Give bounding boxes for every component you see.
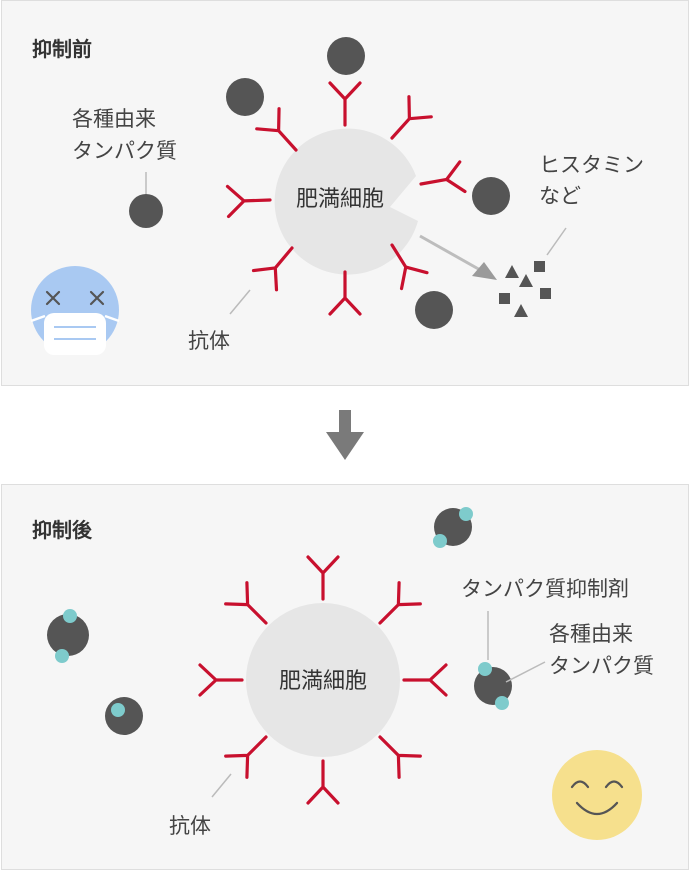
mast-cell-after xyxy=(246,603,400,757)
protein-particle xyxy=(226,78,264,116)
histamine-granules xyxy=(499,261,551,317)
leader-line xyxy=(211,773,232,798)
mast-cell-before xyxy=(274,128,418,275)
blocked-protein xyxy=(105,697,143,735)
protein-particle xyxy=(415,291,453,329)
antibody-label-before: 抗体 xyxy=(188,329,230,353)
smiling-face-icon xyxy=(552,750,642,840)
sick-face-icon xyxy=(30,266,120,355)
histamine-label-line2: など xyxy=(539,184,581,208)
antibody xyxy=(328,270,362,316)
antibody xyxy=(328,81,362,127)
antibody xyxy=(306,555,340,601)
protein-particle xyxy=(472,177,510,215)
before-title: 抑制前 xyxy=(32,37,92,61)
protein-particle xyxy=(327,37,365,75)
antibody xyxy=(379,95,433,150)
blocked-protein xyxy=(47,609,89,663)
antibody xyxy=(416,160,467,201)
protein-label-after-line1: 各種由来 xyxy=(549,622,633,646)
protein-label-after-line2: タンパク質 xyxy=(549,654,654,678)
leader-line xyxy=(505,661,546,683)
antibody xyxy=(225,183,273,219)
leader-line xyxy=(229,289,251,315)
blocked-protein xyxy=(433,507,473,548)
blocked-protein xyxy=(474,662,512,710)
histamine-label-line1: ヒスタミン xyxy=(539,153,644,177)
antibody-label-after: 抗体 xyxy=(169,814,211,838)
antibody xyxy=(402,663,448,697)
inhibitor-label: タンパク質抑制剤 xyxy=(461,577,629,601)
leader-line xyxy=(546,227,567,256)
after-title: 抑制後 xyxy=(32,518,93,542)
mast-cell-label-before: 肥満細胞 xyxy=(296,187,384,212)
protein-particle xyxy=(129,194,163,228)
antibody xyxy=(198,663,244,697)
antibody xyxy=(306,759,340,805)
down-arrow-icon xyxy=(326,410,364,460)
histamine-release-arrow xyxy=(419,234,497,280)
protein-label-before-line2: タンパク質 xyxy=(72,139,177,163)
protein-label-before-line1: 各種由来 xyxy=(72,107,156,131)
mast-cell-label-after: 肥満細胞 xyxy=(279,669,367,694)
